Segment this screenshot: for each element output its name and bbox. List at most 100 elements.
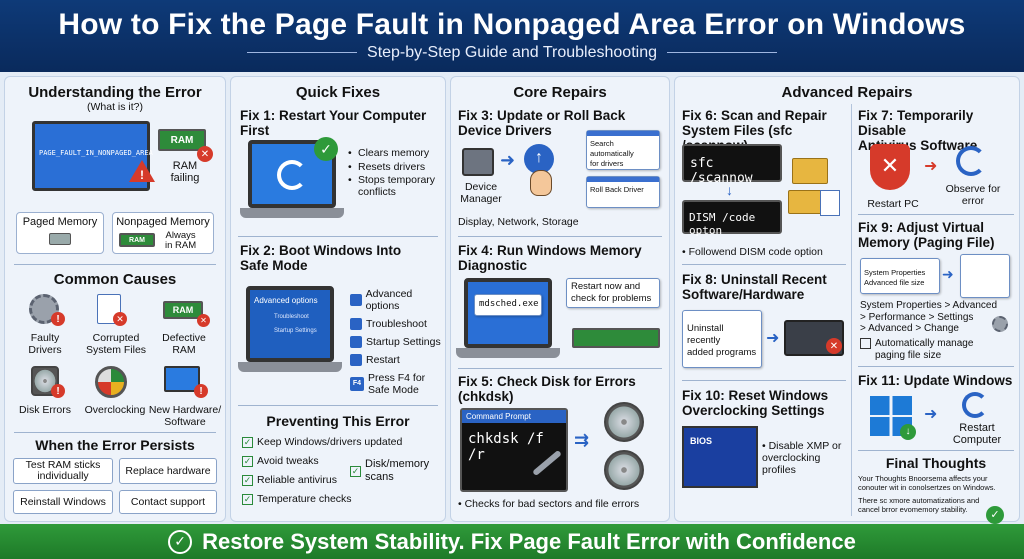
final-thoughts-p2: There sc xmore automatizations and cance… [858,496,980,514]
error-x-icon: ✕ [197,146,213,162]
run-dialog: mdsched.exe [474,294,542,316]
check-icon: ✓ [986,506,1004,524]
screen-troubleshoot: Troubleshoot [274,314,309,320]
cause-corrupted-files: Corrupted System Files [85,332,147,356]
hand-cursor-icon [530,170,552,196]
divider [858,450,1014,451]
column-divider [851,104,852,516]
laptop-safe-mode-icon: Advanced options Troubleshoot Startup Se… [238,286,342,372]
final-thoughts-p1: Your Thoughts Bnoorsema affects your con… [858,474,996,492]
cmd-title: Command Prompt [462,410,566,423]
fix10-caption: • Disable XMP or overclocking profiles [762,440,842,476]
laptop-restart-icon [240,140,344,218]
test-ram-button[interactable]: Test RAM sticks individually [13,458,113,484]
bios-screen: BIOS [682,426,758,488]
restart-check-window[interactable]: Restart now and check for problems [566,278,660,308]
ram-label: RAM [170,134,194,146]
error-icon: ! [194,384,208,398]
arrow-right-icon: ➜ [942,266,954,282]
fix1-bullets: Clears memory Resets drivers Stops tempo… [348,146,444,198]
fix1-bullet: Clears memory [348,146,444,160]
screen-advanced-options: Advanced options [254,296,318,305]
rollback-text: Roll Back Driver [590,185,644,194]
ram-failing-label: RAM failing [170,160,200,184]
prevent-item: Avoid tweaks [257,455,319,467]
page-title: How to Fix the Page Fault in Nonpaged Ar… [58,8,966,41]
fix10-title: Fix 10: Reset Windows Overclocking Setti… [682,388,829,418]
screen-startup: Startup Settings [274,328,317,334]
fix9-path: System Properties > Advanced > Performan… [860,300,998,334]
error-x-icon: ✕ [113,312,127,326]
file-icon [820,190,840,216]
sfc-command: sfc /scannow [690,156,753,186]
fix8-title: Fix 8: Uninstall Recent Software/Hardwar… [682,272,827,302]
ram-chip-label: RAM [129,236,145,244]
prevent-disk-scans: ✓Disk/memory scans [350,458,429,484]
arrow-branch-icon: ⇉ [574,430,590,450]
divider [458,368,662,369]
fix4-title: Fix 4: Run Windows Memory Diagnostic [458,243,642,273]
replace-hardware-button[interactable]: Replace hardware [119,458,217,484]
contact-support-button[interactable]: Contact support [119,490,217,514]
rollback-window: Roll Back Driver [586,176,660,208]
step-startup-settings: Startup Settings [366,336,441,348]
arrow-right-icon: ➜ [924,158,938,175]
fix1-title: Fix 1: Restart Your Computer First [240,108,427,138]
system-properties-window[interactable]: System Properties Advanced file size [860,258,940,294]
settings-icon [350,336,362,348]
restart-pc-label: Restart PC [867,198,919,210]
dism-command: DISM /code opton [689,211,756,237]
quick-fixes-title: Quick Fixes [295,84,381,101]
dism-terminal: DISM /code opton [682,200,782,237]
device-manager-label: Device Manager [460,181,502,205]
core-repairs-title: Core Repairs [513,84,607,101]
fix3-title: Fix 3: Update or Roll Back Device Driver… [458,108,626,138]
step-advanced-options: Advanced options [365,288,413,312]
update-driver-text: Search automatically for drivers [590,139,634,168]
divider [14,432,216,433]
file-icon [97,294,121,324]
fix2-title: Fix 2: Boot Windows Into Safe Mode [240,243,402,273]
bios-label: BIOS [690,436,713,446]
fix1-bullet: Resets drivers [348,160,444,174]
always-in-ram-label: Always in RAM [165,230,197,251]
observe-label: Observe for error [945,183,1001,207]
prevent-item: Temperature checks [257,493,352,505]
divider [682,380,846,381]
hard-disk-icon [604,402,644,442]
prevent-item: Reliable antivirus [257,474,337,486]
step-restart: Restart [366,354,400,366]
restart-icon [350,354,362,366]
hard-disk-icon [604,450,644,490]
folder-icon [792,158,828,184]
prevent-list: ✓Keep Windows/drivers updated ✓Avoid twe… [242,436,442,505]
uninstall-window[interactable]: Uninstall recently added programs [682,310,762,368]
refresh-icon [956,146,986,176]
sfc-terminal: sfc /scannow [682,144,782,186]
prevent-title: Preventing This Error [266,413,410,429]
arrow-right-icon: ➜ [924,406,938,423]
fix2-steps: Advanced options Troubleshoot Startup Se… [350,288,446,396]
fix9-title: Fix 9: Adjust Virtual Memory (Paging Fil… [858,220,995,250]
speedometer-icon [95,366,127,398]
reinstall-windows-button[interactable]: Reinstall Windows [13,490,113,514]
page-subtitle: Step-by-Step Guide and Troubleshooting [0,44,1024,62]
fix5-title: Fix 5: Check Disk for Errors (chkdsk) [458,374,636,404]
command-prompt-window: Command Prompt chkdsk /f /r [460,408,568,492]
ram-chip-icon: RAM [119,233,155,247]
checkmark-icon: ✓ [242,455,253,467]
list-icon [350,294,362,306]
understanding-title: Understanding the Error [28,84,202,101]
auto-manage-checkbox[interactable]: Automatically manage paging file size [860,338,973,361]
bsod-text: PAGE_FAULT_IN_NONPAGED_AREA [39,149,153,157]
divider [238,236,438,237]
header-banner: How to Fix the Page Fault in Nonpaged Ar… [0,0,1024,72]
check-circle-icon: ✓ [168,529,193,554]
divider [458,236,662,237]
nonpaged-memory-box: Nonpaged Memory RAM Always in RAM [112,212,214,254]
persists-title: When the Error Persists [35,437,195,453]
step-press-f4: Press F4 for Safe Mode [368,372,426,396]
footer-banner: ✓ Restore System Stability. Fix Page Fau… [0,524,1024,559]
update-circle-icon: ↑ [524,144,554,174]
cause-new-hardware: New Hardware/ Software [148,404,222,428]
